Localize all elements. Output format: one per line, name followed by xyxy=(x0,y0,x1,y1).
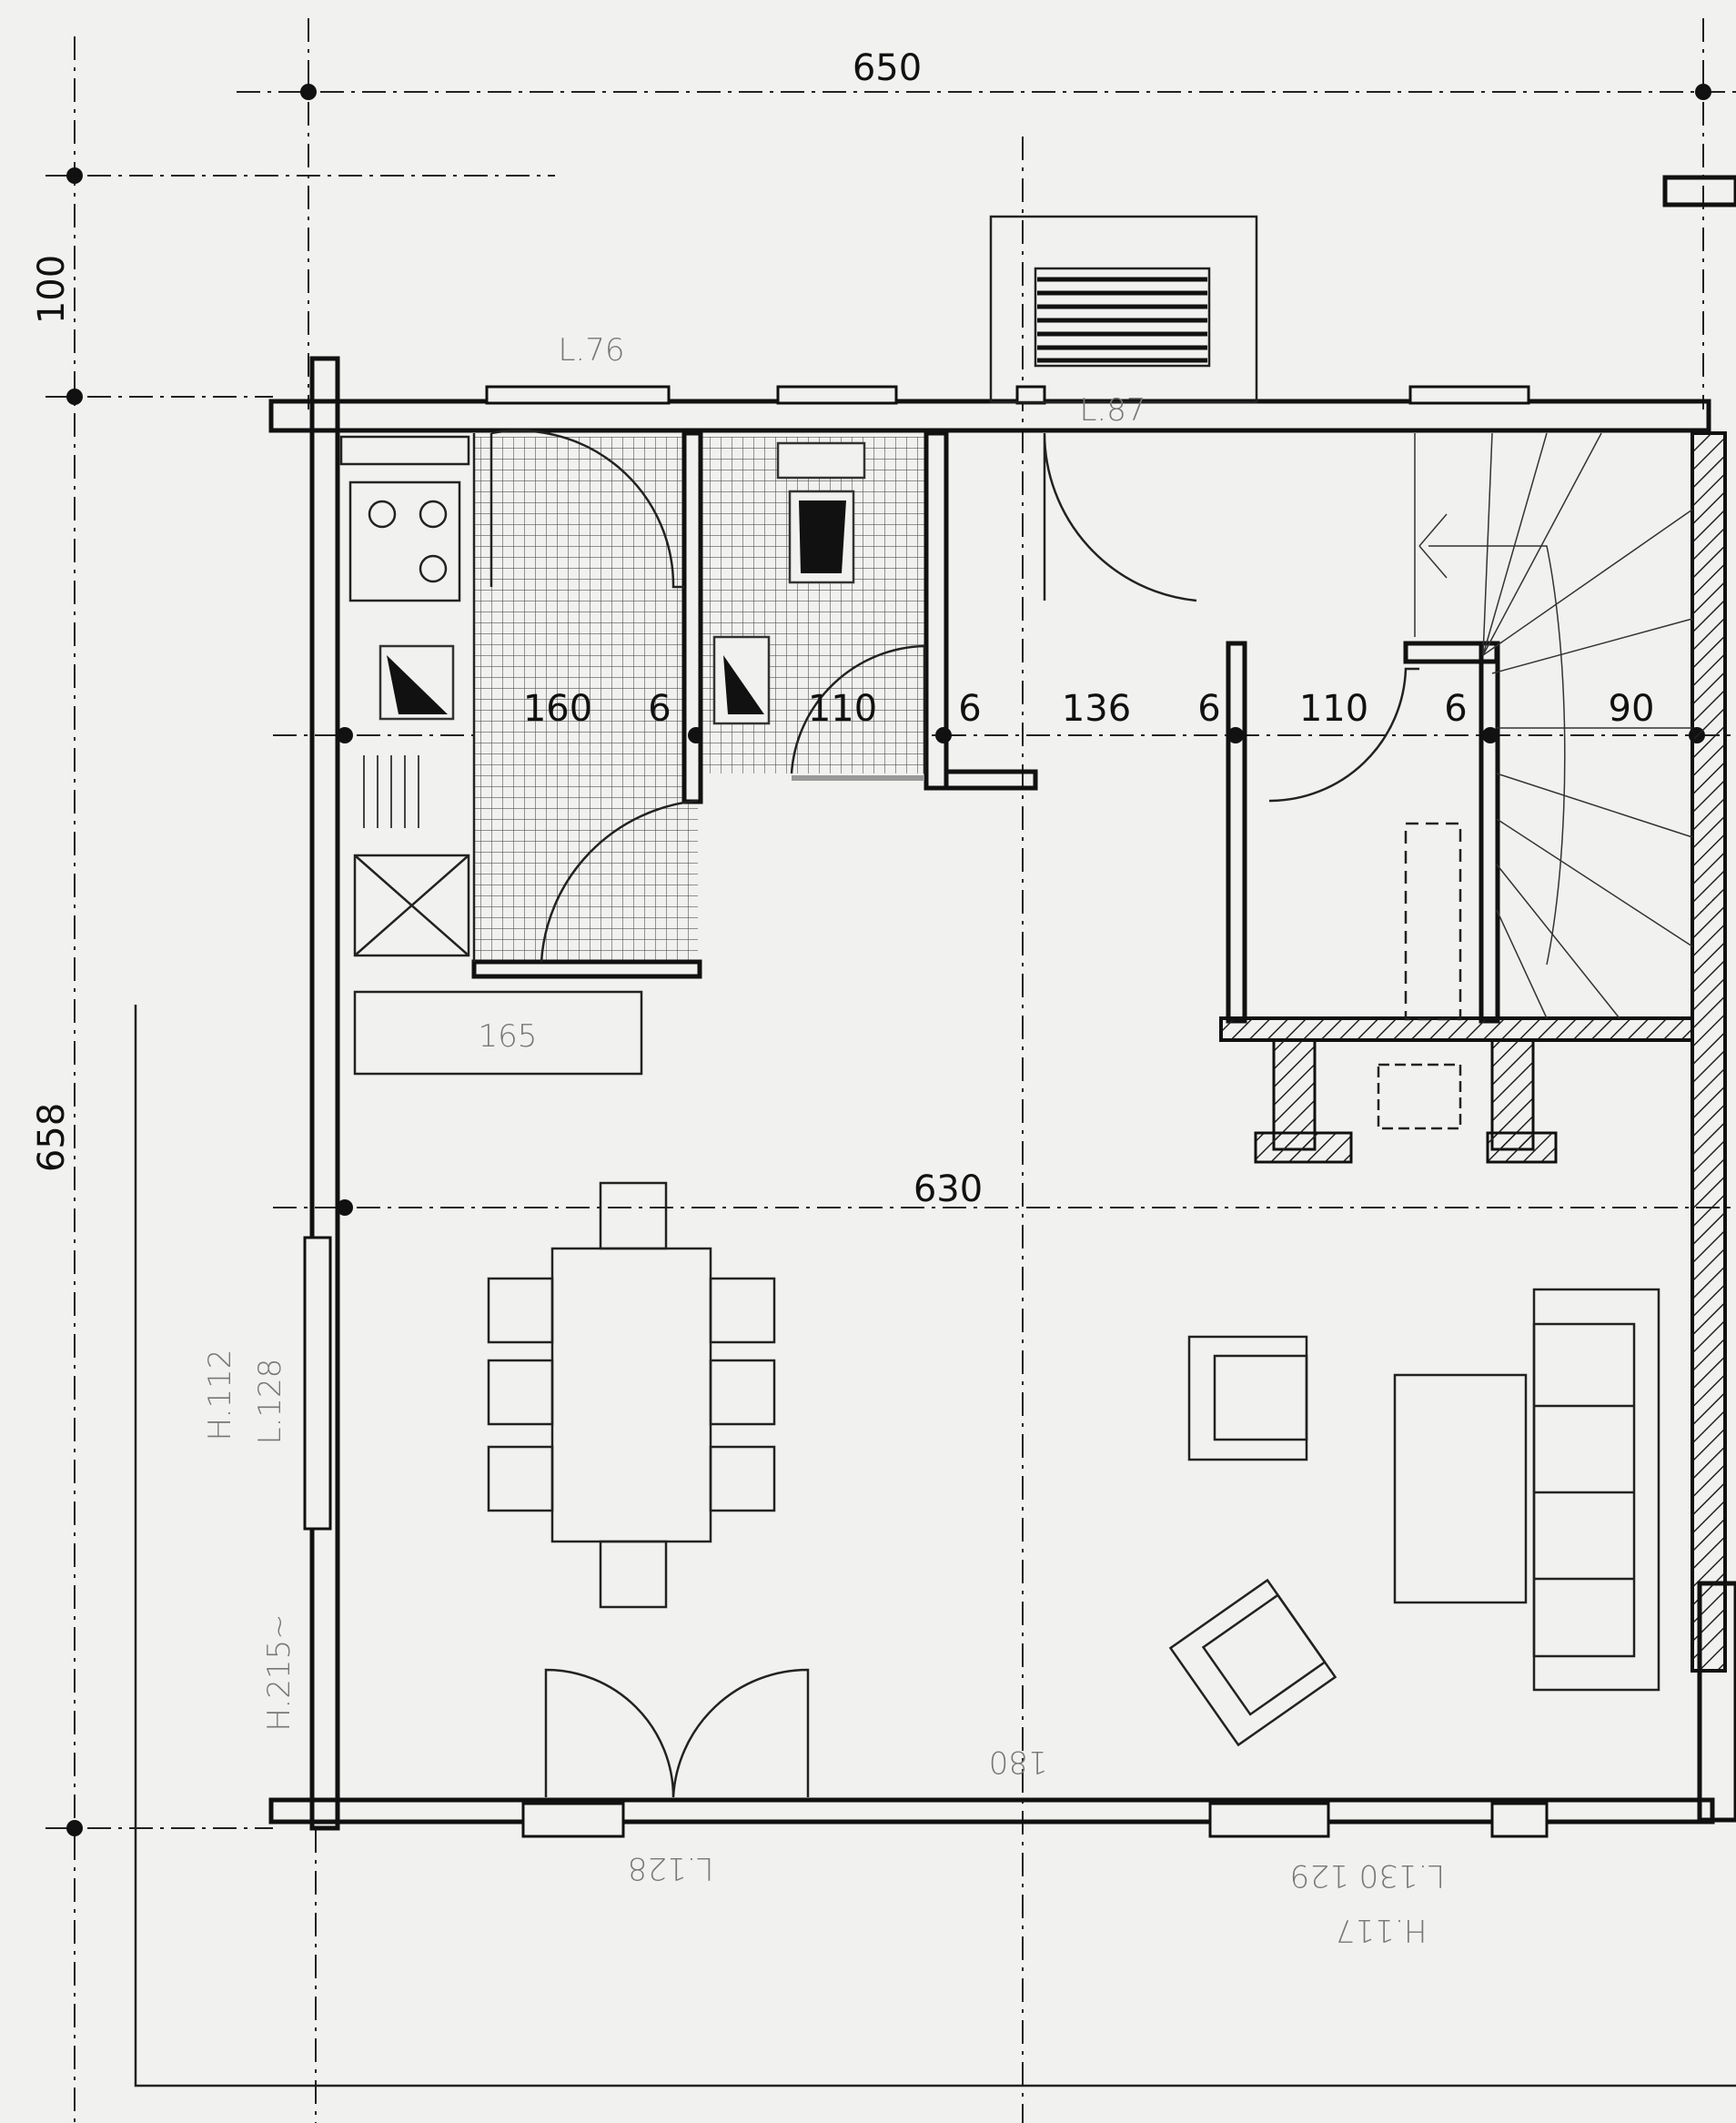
entry-porch xyxy=(989,215,1258,404)
window-frames xyxy=(303,385,1549,1838)
wall-width: 6 xyxy=(958,688,981,730)
bath-fixtures xyxy=(712,441,866,725)
left-window-height: H.112 xyxy=(202,1350,238,1441)
room-width: 110 xyxy=(1299,688,1368,730)
dimension-labels: 650 100 658 630 160 6 110 6 136 6 110 6 … xyxy=(31,47,1654,1210)
left-window-length: L.128 xyxy=(252,1359,288,1445)
dimension-lines xyxy=(45,18,1736,2123)
bottom-center-dimension: 180 xyxy=(989,1744,1048,1780)
door-swings xyxy=(490,430,1419,1798)
dining-set xyxy=(487,1181,776,1609)
kitchen-floor xyxy=(474,437,698,962)
room-width: 90 xyxy=(1609,688,1655,730)
handwritten-labels: 165 L.76 L.87 H.112 L.128 H.215~ L.128 1… xyxy=(202,332,1445,1948)
left-door-height: H.215~ xyxy=(261,1613,298,1731)
room-width: 160 xyxy=(523,688,592,730)
bottom-window-length: L.130 129 xyxy=(1290,1857,1445,1894)
interior-width: 630 xyxy=(913,1168,983,1210)
depth-top: 100 xyxy=(31,255,73,324)
wall-width: 6 xyxy=(1197,688,1220,730)
wall-width: 6 xyxy=(648,688,671,730)
stair-core xyxy=(1219,432,1694,1164)
bottom-door-length: L.128 xyxy=(628,1850,714,1886)
overall-width: 650 xyxy=(853,47,922,89)
wall-width: 6 xyxy=(1444,688,1467,730)
kitchen-window-label: L.76 xyxy=(558,332,624,369)
exterior-walls xyxy=(268,175,1736,1831)
room-width: 110 xyxy=(808,688,877,730)
entry-door-label: L.87 xyxy=(1079,392,1146,429)
bottom-window-height: H.117 xyxy=(1336,1912,1428,1948)
kitchen-counter-length: 165 xyxy=(479,1018,538,1055)
terrace-outline xyxy=(134,1005,1736,2088)
overall-depth: 658 xyxy=(31,1103,73,1172)
living-set xyxy=(1168,1288,1660,1747)
room-width: 136 xyxy=(1062,688,1131,730)
kitchen-fixtures xyxy=(339,435,643,1076)
